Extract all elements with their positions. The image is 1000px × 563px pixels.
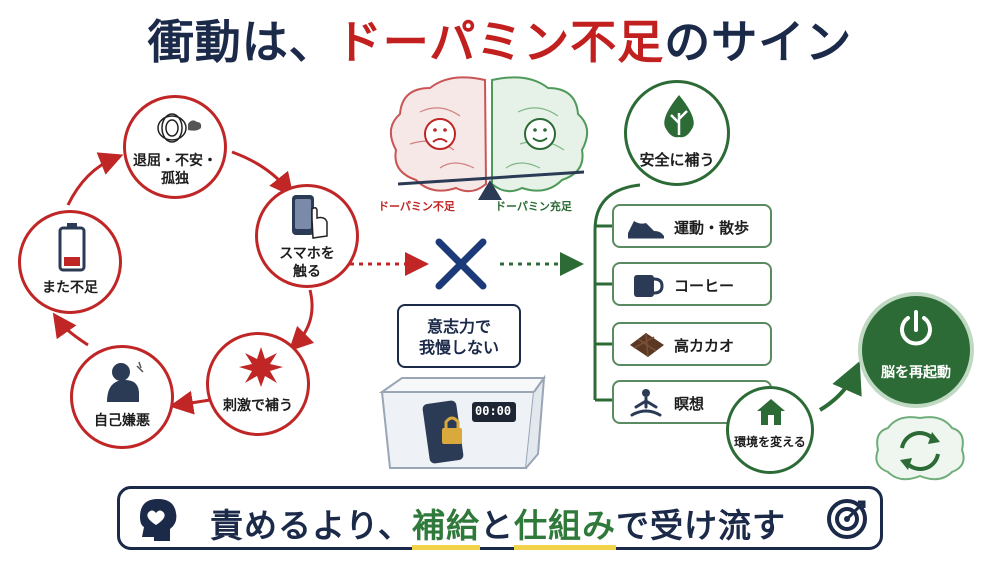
arrow-stimulus-to-selfhate <box>169 390 211 415</box>
supplement-item-coffee-label: コーヒー <box>674 277 735 295</box>
arrow-phone-to-stimulus <box>288 289 315 352</box>
brain-left-label: ドーパミン不足 <box>378 200 455 213</box>
power-icon <box>900 310 932 346</box>
page-title: 衝動は、ドーパミン不足のサイン <box>0 6 1000 72</box>
timer-display: 00:00 <box>475 404 512 418</box>
banner-text-a: 責めるより、 <box>210 506 413 545</box>
node-stimulus: 刺激で補う <box>206 332 310 436</box>
sad-face-icon <box>424 118 456 150</box>
phone-touch-icon <box>292 195 328 239</box>
reboot-label: 脳を再起動 <box>881 365 951 381</box>
tangle-icon <box>157 113 202 143</box>
seesaw-pivot <box>478 180 502 200</box>
node-selfhate: 自己嫌悪 <box>70 345 174 449</box>
node-selfhate-label: 自己嫌悪 <box>94 413 150 429</box>
target-icon <box>827 499 867 539</box>
environment-label: 環境を変える <box>734 435 806 449</box>
padlock-icon <box>442 428 462 444</box>
title-part-1: 衝動は、 <box>147 15 336 69</box>
arrow-env-to-reboot <box>818 360 862 412</box>
brain-balance-illustration <box>389 76 589 200</box>
willpower-line-1: 意志力で <box>426 317 491 336</box>
supplement-item-chocolate-label: 高カカオ <box>674 337 735 355</box>
cross-icon <box>435 238 487 290</box>
supplement-item-chocolate: 高カカオ <box>612 322 772 366</box>
node-boredom: 退屈・不安・ 孤独 <box>123 95 227 199</box>
banner-text-c: と <box>480 506 515 545</box>
arrow-depleted-to-boredom <box>66 152 124 206</box>
node-phone-label: スマホを <box>279 246 335 262</box>
house-icon <box>757 399 785 425</box>
happy-face-icon <box>524 118 556 150</box>
bottom-banner: 責めるより、補給と仕組みで受け流す <box>117 486 883 550</box>
low-battery-icon <box>58 223 86 272</box>
title-part-3: のサイン <box>664 15 853 69</box>
node-depleted-label: また不足 <box>42 280 98 296</box>
brain-refresh-icon <box>875 416 965 481</box>
node-phone-label-2: 触る <box>293 264 321 280</box>
banner-text: 責めるより、補給と仕組みで受け流す <box>210 499 787 550</box>
supplement-item-exercise: 運動・散歩 <box>612 204 772 248</box>
supplement-item-meditation-label: 瞑想 <box>674 395 705 413</box>
environment-node: 環境を変える <box>726 386 814 474</box>
green-tree-trunk <box>593 183 641 400</box>
supplement-item-coffee: コーヒー <box>612 262 772 306</box>
supplement-hub: 安全に補う <box>624 80 730 186</box>
leaf-drop-icon <box>664 95 694 138</box>
title-part-2: ドーパミン不足 <box>335 15 665 69</box>
banner-text-e: で受け流す <box>616 506 787 545</box>
arrow-boredom-to-phone <box>231 150 294 198</box>
node-boredom-label-2: 孤独 <box>161 171 189 187</box>
willpower-line-2: 我慢しない <box>418 338 499 357</box>
head-heart-icon <box>140 499 177 541</box>
supplement-item-exercise-label: 運動・散歩 <box>674 219 750 237</box>
banner-highlight-supply: 補給 <box>412 506 481 550</box>
willpower-box: 意志力で 我慢しない <box>397 304 521 368</box>
meditation-icon <box>630 389 662 417</box>
node-depleted: また不足 <box>18 210 122 314</box>
seesaw-beam <box>397 170 585 186</box>
node-stimulus-label: 刺激で補う <box>223 398 293 414</box>
brain-right-label: ドーパミン充足 <box>495 200 572 213</box>
chocolate-icon <box>630 332 664 358</box>
burst-icon <box>239 347 283 387</box>
node-boredom-label: 退屈・不安・ <box>133 153 217 169</box>
coffee-cup-icon <box>634 275 664 297</box>
node-phone: スマホを 触る <box>255 184 359 288</box>
banner-highlight-system: 仕組み <box>514 506 617 550</box>
reboot-node: 脳を再起動 <box>858 292 974 408</box>
locked-phone-box-illustration <box>378 374 546 469</box>
supplement-hub-label: 安全に補う <box>639 151 715 169</box>
arrow-selfhate-to-depleted <box>52 312 89 347</box>
sneaker-icon <box>628 221 664 239</box>
sad-person-icon <box>107 361 144 402</box>
